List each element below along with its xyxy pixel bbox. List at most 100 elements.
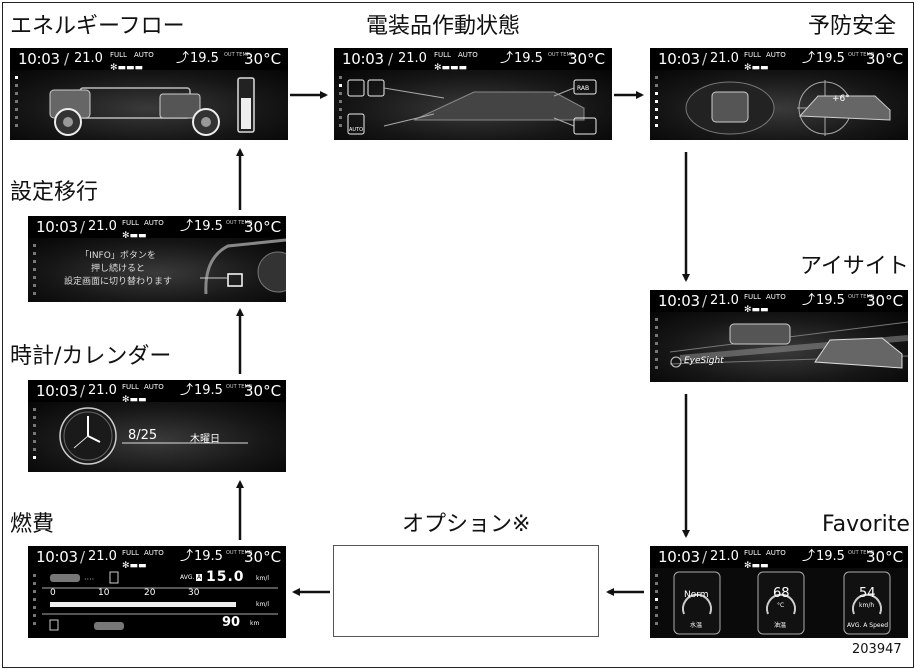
eyesight-road-illustration: [669, 321, 908, 369]
page-indicator: [33, 574, 37, 630]
header-clock: 10:03: [658, 292, 700, 310]
header-clock: 10:03: [36, 218, 78, 236]
seat-icon: ⤴: [500, 51, 514, 66]
page-indicator: [33, 244, 37, 300]
seat-icon: ⤴: [802, 51, 816, 66]
calendar-weekday: 木曜日: [190, 434, 220, 445]
fan-icon: ✻▬▬▬: [110, 63, 144, 73]
status-header: 10:03 / 21.0 FULL AUTO ✻▬▬ ⤴ 19.5 OUT TE…: [28, 216, 286, 241]
header-fuel-label: FULL: [744, 293, 761, 301]
fan-icon: ✻▬▬: [744, 305, 769, 315]
water-temp-label: 水温: [690, 622, 703, 629]
header-set-temp-left: 21.0: [710, 51, 739, 66]
settings-text-line3: 設定画面に切り替わります: [63, 277, 172, 287]
header-out-label: OUT TEMP: [848, 52, 874, 58]
screen-clock-calendar: 10:03 / 21.0 FULL AUTO ✻▬▬ ⤴ 19.5 OUT TE…: [28, 380, 286, 472]
eyesight-panel: EyeSight: [650, 312, 908, 382]
header-set-temp-left: 21.0: [74, 51, 103, 66]
oil-temp-unit: °C: [777, 602, 785, 609]
fuel-avg-value: 15.0: [206, 569, 245, 585]
electrical-panel: RAB AUTO: [334, 70, 612, 140]
header-auto-label: AUTO: [458, 51, 478, 59]
header-out-label: OUT TEMP: [226, 220, 252, 226]
status-header: 10:03 / 21.0 FULL AUTO ✻▬▬ ⤴ 19.5 OUT TE…: [28, 546, 286, 571]
seat-icon: ⤴: [802, 293, 816, 308]
status-header: 10:03 / 21.0 FULL AUTO ✻▬▬▬ ⤴ 19.5 OUT T…: [10, 48, 288, 73]
page-indicator: [339, 76, 343, 132]
status-header: 10:03 / 21.0 FULL AUTO ✻▬▬ ⤴ 19.5 OUT TE…: [650, 546, 908, 571]
fan-icon: ✻▬▬: [122, 395, 147, 405]
header-set-temp-right: 19.5: [816, 293, 845, 308]
screen-electrical-status: 10:03 / 21.0 FULL AUTO ✻▬▬▬ ⤴ 19.5 OUT T…: [334, 48, 612, 140]
header-auto-label: AUTO: [144, 383, 164, 391]
header-set-temp-left: 21.0: [88, 549, 117, 564]
energy-flow-panel: [10, 70, 288, 140]
header-auto-label: AUTO: [144, 219, 164, 227]
fuel-avg-unit: km/l: [256, 575, 270, 582]
seat-icon: ⤴: [180, 219, 194, 234]
header-fuel-label: FULL: [110, 51, 127, 59]
settings-text-line1: 「INFO」ボタンを: [80, 251, 156, 261]
water-temp-value: Norm: [684, 590, 709, 600]
header-fuel-label: FULL: [744, 51, 761, 59]
page-indicator: [655, 574, 659, 630]
header-out-label: OUT TEMP: [224, 52, 250, 58]
screen-eyesight: 10:03 / 21.0 FULL AUTO ✻▬▬ ⤴ 19.5 OUT TE…: [650, 290, 908, 382]
header-outside-temp: 30°C: [866, 292, 904, 310]
header-set-temp-right: 19.5: [190, 51, 219, 66]
header-outside-temp: 30°C: [244, 548, 282, 566]
fan-icon: ✻▬▬: [744, 561, 769, 571]
header-auto-label: AUTO: [134, 51, 154, 59]
status-header: 10:03 / 21.0 FULL AUTO ✻▬▬ ⤴ 19.5 OUT TE…: [28, 380, 286, 405]
header-clock: 10:03: [658, 548, 700, 566]
header-clock: 10:03: [658, 50, 700, 68]
fan-icon: ✻▬▬: [744, 63, 769, 73]
safety-panel: +6°: [650, 70, 908, 140]
header-outside-temp: 30°C: [244, 218, 282, 236]
eyesight-brand: EyeSight: [684, 356, 724, 366]
header-set-temp-left: 21.0: [398, 51, 427, 66]
header-clock: 10:03: [36, 548, 78, 566]
header-auto-label: AUTO: [766, 549, 786, 557]
avg-speed-label: AVG. A Speed: [847, 622, 889, 629]
header-auto-label: AUTO: [766, 293, 786, 301]
oil-temp-value: 68: [773, 586, 790, 601]
hybrid-drivetrain-illustration: [49, 77, 255, 136]
header-fuel-label: FULL: [122, 383, 139, 391]
header-out-label: OUT TEMP: [548, 52, 574, 58]
screen-favorite: 10:03 / 21.0 FULL AUTO ✻▬▬ ⤴ 19.5 OUT TE…: [650, 546, 908, 638]
page-indicator: [655, 76, 659, 132]
header-out-label: OUT TEMP: [848, 550, 874, 556]
favorite-panel: Norm 水温 68 °C 油温 54 km/h AVG. A Speed: [650, 568, 908, 638]
fuel-scale-20: 20: [144, 588, 156, 598]
title-option: オプション※: [402, 512, 531, 537]
header-set-temp-right: 19.5: [194, 383, 223, 398]
auto-label: AUTO: [349, 127, 364, 133]
title-clock-calendar: 時計/カレンダー: [10, 344, 172, 369]
seat-icon: ⤴: [802, 549, 816, 564]
page-indicator: [15, 76, 19, 132]
header-fuel-label: FULL: [744, 549, 761, 557]
fan-icon: ✻▬▬▬: [434, 63, 468, 73]
steering-info-button-illustration: [200, 238, 286, 295]
avg-speed-value: 54: [859, 586, 876, 601]
header-set-temp-right: 19.5: [816, 51, 845, 66]
header-fuel-label: FULL: [122, 549, 139, 557]
svg-text:····: ····: [84, 575, 94, 584]
settings-panel: 「INFO」ボタンを 押し続けると 設定画面に切り替わります: [28, 238, 286, 302]
header-out-label: OUT TEMP: [226, 384, 252, 390]
analog-clock-icon: [59, 407, 248, 465]
page-indicator: [655, 318, 659, 374]
header-fuel-label: FULL: [122, 219, 139, 227]
header-auto-label: AUTO: [766, 51, 786, 59]
header-set-temp-right: 19.5: [514, 51, 543, 66]
header-out-label: OUT TEMP: [226, 550, 252, 556]
title-energy-flow: エネルギーフロー: [10, 14, 185, 39]
status-header: 10:03 / 21.0 FULL AUTO ✻▬▬ ⤴ 19.5 OUT TE…: [650, 48, 908, 73]
title-favorite: Favorite: [822, 512, 910, 537]
screen-preventive-safety: 10:03 / 21.0 FULL AUTO ✻▬▬ ⤴ 19.5 OUT TE…: [650, 48, 908, 140]
fuel-panel: ···· AVG. A 15.0 km/l 0 10 20 30 km/l 90…: [28, 568, 286, 638]
fuel-avg-label: AVG.: [180, 574, 195, 581]
calendar-date: 8/25: [128, 428, 158, 443]
fuel-scale-unit: km/l: [256, 601, 270, 608]
